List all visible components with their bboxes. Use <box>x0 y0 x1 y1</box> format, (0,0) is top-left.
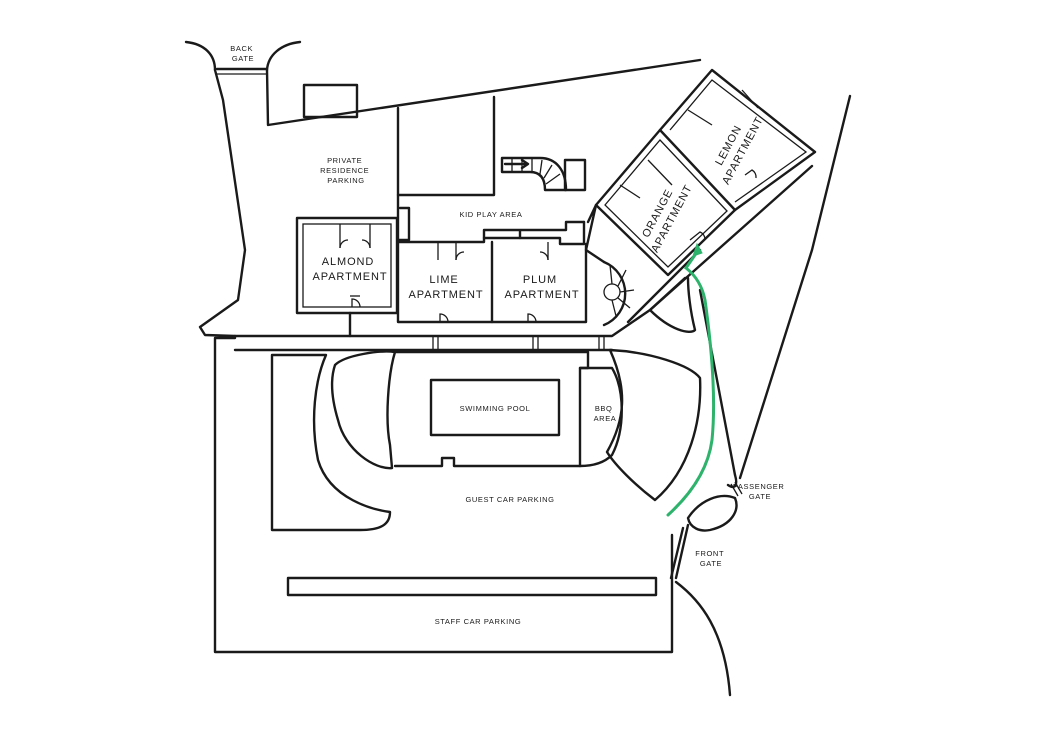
arrival-route <box>666 242 716 517</box>
lime-plum-apartments <box>348 240 588 338</box>
east-garden <box>605 348 702 502</box>
private-parking-block <box>302 83 359 119</box>
left-garden <box>270 350 397 532</box>
staff-parking-strip <box>286 576 658 597</box>
lemon-apartment <box>584 68 817 324</box>
pool-deck <box>393 350 590 468</box>
passenger-gate-label: PASSENGER GATE <box>733 482 787 501</box>
front-gate <box>669 523 732 697</box>
front-gate-label: FRONT GATE <box>695 549 726 568</box>
swimming-pool-label: SWIMMING POOL <box>460 404 531 413</box>
lemon-apartment-label: LEMON APARTMENT <box>707 108 766 187</box>
north-staircase <box>500 156 587 192</box>
lime-apartment-label: LIME APARTMENT <box>409 274 484 301</box>
route-arrow-icon <box>692 242 703 257</box>
passenger-gate <box>686 481 743 532</box>
guest-parking-label: GUEST CAR PARKING <box>465 495 554 504</box>
spiral-staircase <box>602 260 635 327</box>
east-driveway <box>648 94 852 489</box>
staff-parking-label: STAFF CAR PARKING <box>435 617 522 626</box>
orange-apartment-label: ORANGE APARTMENT <box>636 176 695 255</box>
bbq-area-label: BBQ AREA <box>594 404 617 423</box>
site-boundary <box>184 40 702 654</box>
almond-apartment-label: ALMOND APARTMENT <box>313 256 388 283</box>
back-gate-label: BACK GATE <box>230 44 256 63</box>
orange-apartment <box>594 128 737 277</box>
central-walkway <box>233 164 814 352</box>
kid-play-area-label: KID PLAY AREA <box>460 210 523 219</box>
route-line <box>666 250 716 517</box>
swimming-pool <box>429 378 561 437</box>
kid-play-area <box>396 206 586 246</box>
bbq-area <box>578 366 623 468</box>
plum-apartment-label: PLUM APARTMENT <box>505 274 580 301</box>
private-parking-label: PRIVATE RESIDENCE PARKING <box>320 156 372 185</box>
